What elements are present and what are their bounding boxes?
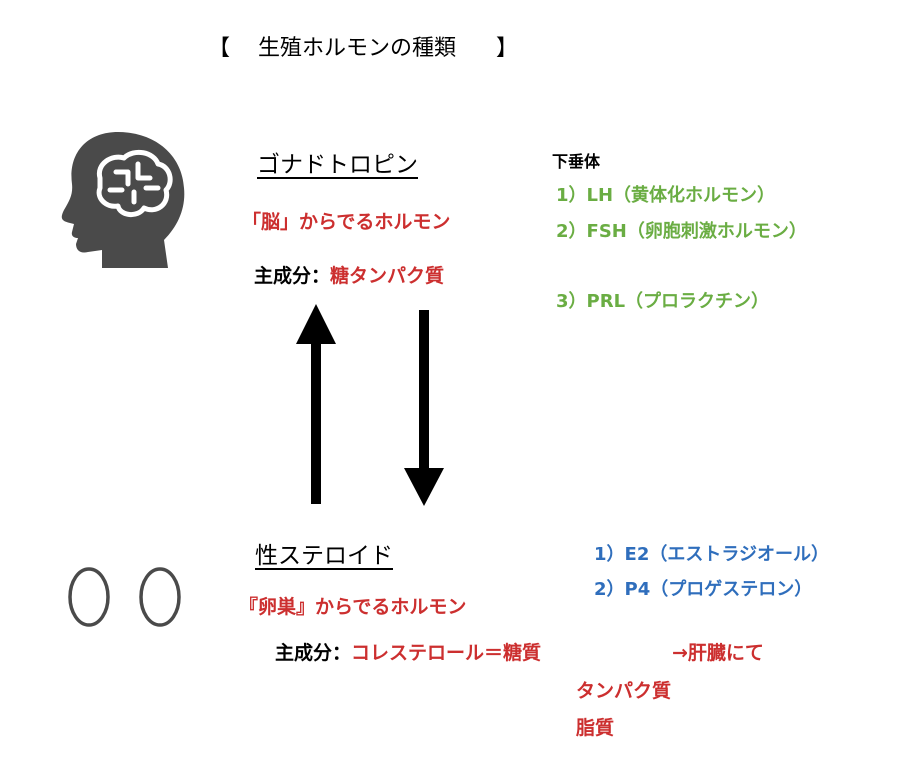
component-label: 主成分：: [275, 642, 352, 664]
page-title: 【 生殖ホルモンの種類 】: [208, 30, 518, 62]
component-lipid: 脂質: [576, 717, 615, 739]
steroid-item-p4: 2）P4（プロゲステロン）: [594, 579, 813, 600]
title-text: 生殖ホルモンの種類: [258, 36, 457, 61]
down-arrow: [404, 310, 444, 506]
liver-note: →肝臓にて: [672, 642, 764, 664]
component-value: 糖タンパク質: [330, 265, 445, 287]
steroid-heading: 性ステロイド: [255, 543, 393, 569]
ovary-icon: [139, 567, 181, 627]
title-open-bracket: 【: [208, 36, 231, 61]
gonadotropin-heading: ゴナドトロピン: [257, 152, 418, 178]
gonadotropin-component: 主成分：糖タンパク質: [254, 261, 444, 288]
title-close-bracket: 】: [496, 36, 519, 61]
head-brain-icon: [61, 132, 185, 268]
ovary-origin-text: 『卵巣』からでるホルモン: [239, 596, 467, 618]
up-arrow: [296, 304, 336, 504]
pituitary-item-prl: 3）PRL（プロラクチン）: [556, 291, 770, 312]
component-protein: タンパク質: [576, 680, 672, 702]
steroid-item-e2: 1）E2（エストラジオール）: [594, 544, 829, 565]
pituitary-label: 下垂体: [552, 152, 601, 171]
pituitary-item-lh: 1）LH（黄体化ホルモン）: [556, 185, 776, 206]
brain-origin-text: 「脳」からでるホルモン: [242, 211, 451, 233]
component-label: 主成分：: [254, 265, 331, 287]
component-value: コレステロール＝糖質: [351, 642, 542, 664]
pituitary-item-fsh: 2）FSH（卵胞刺激ホルモン）: [556, 221, 807, 242]
steroid-component: 主成分：コレステロール＝糖質: [275, 638, 541, 665]
ovary-icon: [68, 567, 110, 627]
